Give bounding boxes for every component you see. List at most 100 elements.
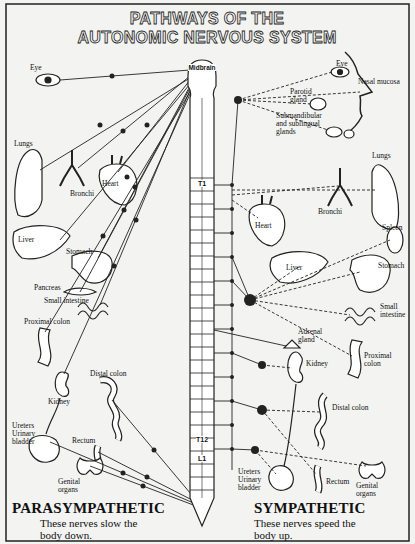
postganglionic-fiber [238, 72, 332, 100]
spinal-cord: MidbrainT1T12L1 [182, 58, 222, 528]
vertebra-label: T1 [182, 180, 222, 188]
organ-drawing [100, 380, 119, 440]
sympathetic-nerve [214, 330, 286, 346]
organ-label: Pancreas [34, 284, 61, 292]
organ-drawing [249, 204, 284, 246]
organ-label: Genital organs [356, 482, 390, 498]
sympathetic-nerve [232, 257, 250, 300]
organ-label: Lungs [372, 152, 391, 160]
division-note: These nerves speed the body up. [254, 517, 362, 541]
ganglion-dot [230, 399, 234, 403]
ganglion-dot [230, 447, 234, 451]
organ-label: Small intestine [380, 303, 410, 319]
parasympathetic-nerve [98, 452, 196, 502]
postganglionic-fiber [232, 72, 390, 474]
organ-drawing [317, 466, 319, 492]
organ-drawing [55, 372, 68, 396]
ganglion-dot [230, 183, 234, 187]
ganglion-dot [101, 234, 106, 239]
organ-label: Parotid gland [290, 88, 320, 104]
ganglion-dot [145, 123, 150, 128]
ganglion-dot [121, 129, 126, 134]
ganglion-dot [122, 208, 127, 213]
sympathetic-nerve [214, 185, 232, 449]
organ-label: Proximal colon [364, 352, 404, 368]
postganglionic-fiber [250, 240, 390, 300]
parasympathetic-nerve [50, 442, 196, 504]
organ-drawing [317, 395, 325, 448]
sympathetic-nerve [232, 353, 262, 365]
vertebra-label: T12 [196, 436, 208, 443]
organ-drawing [270, 252, 328, 283]
organ-label: Ureters [12, 422, 34, 430]
organ-drawing [262, 195, 272, 204]
frame [6, 4, 409, 541]
organ-label: Adrenal gland [298, 328, 332, 344]
postganglionic-fiber [250, 300, 352, 356]
organ-label: Rectum [72, 437, 95, 445]
organ-drawing [348, 340, 362, 378]
ganglion-dot [98, 123, 103, 128]
organ-label: Distal colon [332, 404, 368, 412]
postganglionic-fiber [262, 365, 292, 368]
ganglion-dot [244, 294, 256, 306]
ganglion-dot [98, 74, 157, 489]
postganglionic-fiber [250, 300, 350, 315]
ganglion-dot [230, 327, 234, 331]
organ-drawing [284, 384, 296, 466]
organ-drawing [317, 395, 325, 448]
organ-label: Eye [30, 64, 42, 72]
organ-label: Spleen [382, 224, 402, 232]
organ-drawing [317, 466, 319, 492]
organ-drawing [15, 149, 42, 216]
organ-drawing [338, 70, 343, 75]
organ-label: Kidney [48, 398, 70, 406]
parasympathetic-nerve [60, 70, 190, 80]
organ-drawing [359, 462, 385, 478]
spinal-cord-outline [188, 60, 216, 526]
division-heading: PARASYMPATHETIC [12, 500, 165, 516]
ganglion-dot [258, 361, 266, 369]
organ-label: Stomach [66, 248, 92, 256]
ganglion-dot [230, 231, 234, 235]
organ-label: Eye [336, 60, 348, 68]
ganglion-dot [234, 96, 242, 104]
organ-drawing [372, 165, 399, 229]
organ-label: Submandibular and sublingual glands [276, 112, 334, 136]
brain-region-label: Midbrain [188, 64, 215, 71]
ganglion-dot [112, 264, 117, 269]
vertebra-label: T12 [182, 436, 222, 444]
parasympathetic-nerve [60, 84, 190, 240]
organ-drawing [78, 303, 108, 319]
organ-drawing [284, 340, 300, 348]
vertebra-label: L1 [198, 455, 206, 462]
organ-label: Small intestine [44, 297, 89, 305]
organ-label: Lungs [14, 140, 33, 148]
ganglion-dot [230, 375, 234, 379]
organ-label: Proximal colon [24, 318, 70, 326]
organ-drawing [269, 466, 293, 491]
parasympathetic-nerve [64, 94, 190, 374]
postganglionic-fiber [250, 272, 360, 300]
parasympathetic-nerve [78, 76, 190, 168]
ganglion-dot [230, 279, 234, 283]
postganglionic-fiber [232, 186, 338, 195]
organ-drawing [331, 67, 349, 77]
organ-label: Nasal mucosa [358, 78, 400, 86]
organ-label: Rectum [326, 478, 349, 486]
organ-drawing [288, 352, 303, 382]
ganglion-dot [152, 448, 157, 453]
organ-drawing [310, 98, 326, 110]
ganglion-dot [230, 207, 234, 211]
organ-drawing [344, 130, 354, 138]
division-heading: SYMPATHETIC [254, 500, 366, 516]
organ-label: Distal colon [90, 370, 126, 378]
ganglion-dot [141, 484, 146, 489]
organ-drawing [345, 308, 375, 325]
postganglionic-fiber [262, 410, 320, 412]
organ-label: Stomach [378, 262, 404, 270]
organ-label: Urinary bladder [238, 476, 272, 492]
postganglionic-fiber [232, 200, 258, 218]
sympathetic-nerve [214, 100, 286, 470]
organ-label: Ureters [238, 468, 260, 476]
